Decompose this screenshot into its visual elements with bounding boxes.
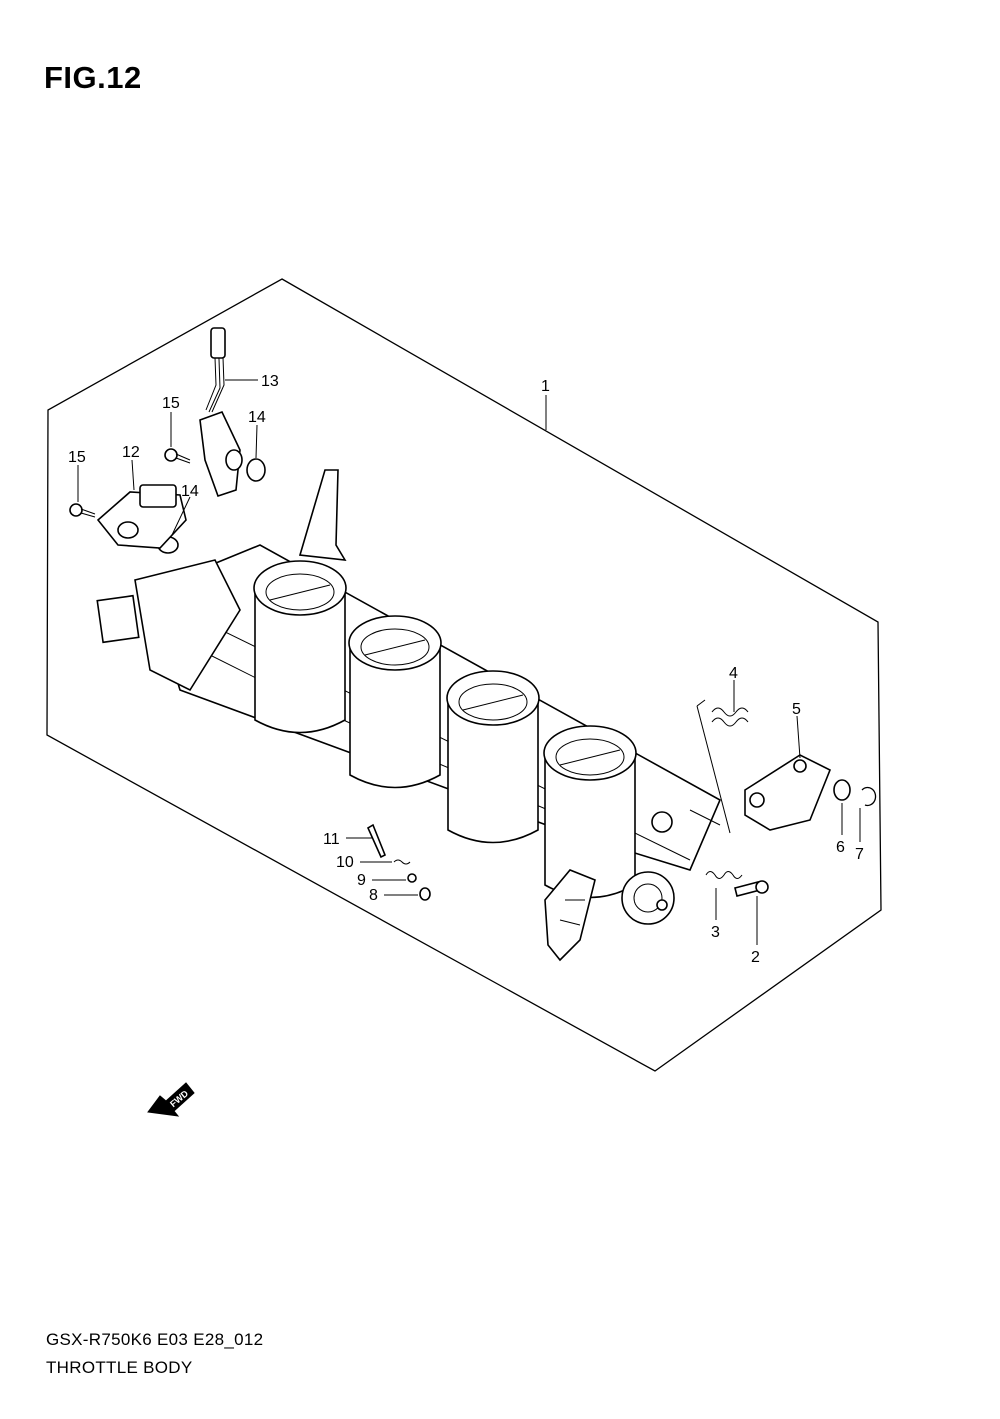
part-11-screw [366,823,387,859]
callout-9: 9 [357,872,366,889]
callout-7: 7 [855,846,864,863]
part-12-sensor [96,484,187,549]
throttle-body-assembly [96,469,722,962]
part-15-screw-upper [164,448,191,464]
callout-3: 3 [711,924,720,941]
callout-5: 5 [792,701,801,718]
part-5-lever [744,754,832,831]
callout-2: 2 [751,949,760,966]
callout-14-upper: 14 [248,409,266,426]
callout-13: 13 [261,373,279,390]
callout-12: 12 [122,444,140,461]
part-6-washer [833,779,851,801]
leader-lines [77,379,861,945]
callout-15-lower: 15 [68,449,86,466]
callout-10: 10 [336,854,354,871]
assembly-boundary [46,278,882,1072]
part-3-spring [705,871,743,879]
part-10-spring [393,859,411,865]
part-2-screw [734,880,769,897]
part-8-oring [419,887,431,901]
part-4-spring [711,707,749,727]
fwd-arrow-icon: FWD [147,1082,195,1117]
model-code: GSX-R750K6 E03 E28_012 [46,1330,264,1349]
part-14-oring-upper [246,458,266,482]
callout-6: 6 [836,839,845,856]
throttle-bore-3 [446,670,540,844]
callout-14-lower: 14 [181,483,199,500]
figure-name: THROTTLE BODY [46,1358,193,1377]
callout-11: 11 [323,831,340,848]
throttle-bore-2 [348,615,442,789]
callout-4: 4 [729,665,738,682]
callout-1: 1 [541,378,550,395]
callout-8: 8 [369,887,378,904]
part-9-washer [407,873,417,883]
throttle-bore-4 [543,725,637,899]
callout-15-upper: 15 [162,395,180,412]
part-7-clip [861,786,877,807]
part-13-sensor [199,327,243,498]
figure-title: FIG.12 [44,60,142,95]
part-15-screw-lower [69,503,96,518]
throttle-bore-1 [253,560,347,734]
